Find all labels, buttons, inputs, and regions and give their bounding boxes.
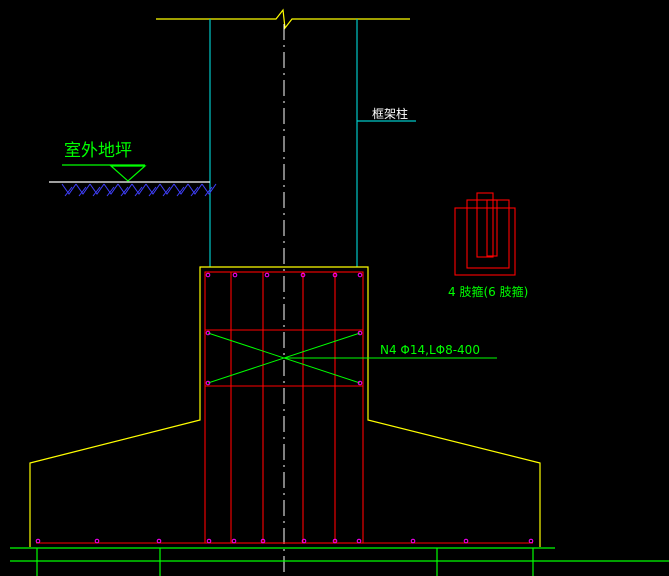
rebar-spec-label: N4 Φ14,LΦ8-400 bbox=[380, 343, 480, 357]
rebar-dot bbox=[463, 538, 469, 544]
rebar-dot bbox=[94, 538, 100, 544]
rebar-dot bbox=[357, 380, 363, 386]
hatch-mark bbox=[173, 183, 189, 195]
ground-level-symbol bbox=[49, 164, 210, 183]
column-label: 框架柱 bbox=[372, 106, 408, 121]
column-outline bbox=[209, 19, 416, 267]
hatch-mark bbox=[92, 186, 101, 197]
rebar-dot bbox=[301, 538, 307, 544]
rebar-dot bbox=[205, 272, 211, 278]
rebar-dot bbox=[332, 538, 338, 544]
hatch-mark bbox=[89, 183, 105, 195]
ground-level-label: 室外地坪 bbox=[64, 141, 132, 161]
base-lines bbox=[10, 547, 669, 576]
rebar-dot bbox=[156, 538, 162, 544]
hatch-mark bbox=[162, 186, 171, 197]
break-line bbox=[156, 8, 410, 30]
hatch-mark bbox=[131, 183, 147, 195]
hatch-mark bbox=[201, 183, 217, 195]
hatch-mark bbox=[145, 183, 161, 195]
hatch-mark bbox=[148, 186, 157, 197]
rebar-dot bbox=[206, 538, 212, 544]
hatch-mark bbox=[187, 183, 203, 195]
rebar-dot bbox=[232, 272, 238, 278]
rebar-dot bbox=[300, 272, 306, 278]
hatch-mark bbox=[204, 186, 213, 197]
rebar-dot bbox=[205, 330, 211, 336]
diagonal-ties bbox=[207, 332, 497, 384]
rebar-cage bbox=[36, 271, 533, 544]
footing-outline bbox=[29, 266, 541, 547]
rebar-dot bbox=[332, 272, 338, 278]
rebar-dot bbox=[264, 272, 270, 278]
stirrup-label: 4 肢箍(6 肢箍) bbox=[448, 284, 528, 299]
hatch-mark bbox=[190, 186, 199, 197]
hatch-mark bbox=[120, 186, 129, 197]
rebar-dot bbox=[356, 538, 362, 544]
hatch-mark bbox=[159, 183, 175, 195]
rebar-dot bbox=[260, 538, 266, 544]
hatch-mark bbox=[106, 186, 115, 197]
hatch-mark bbox=[103, 183, 119, 195]
hatch-mark bbox=[64, 186, 73, 197]
rebar-dot bbox=[357, 272, 363, 278]
rebar-dot bbox=[35, 538, 41, 544]
rebar-dot bbox=[528, 538, 534, 544]
rebar-dots bbox=[35, 272, 534, 544]
soil-hatch bbox=[61, 183, 217, 197]
rebar-dot bbox=[357, 330, 363, 336]
rebar-dot bbox=[205, 380, 211, 386]
hatch-mark bbox=[117, 183, 133, 195]
hatch-mark bbox=[78, 186, 87, 197]
rebar-dot bbox=[231, 538, 237, 544]
rebar-dot bbox=[410, 538, 416, 544]
hatch-mark bbox=[176, 186, 185, 197]
hatch-mark bbox=[61, 183, 77, 195]
hatch-mark bbox=[134, 186, 143, 197]
stirrup-detail bbox=[454, 192, 516, 276]
hatch-mark bbox=[75, 183, 91, 195]
